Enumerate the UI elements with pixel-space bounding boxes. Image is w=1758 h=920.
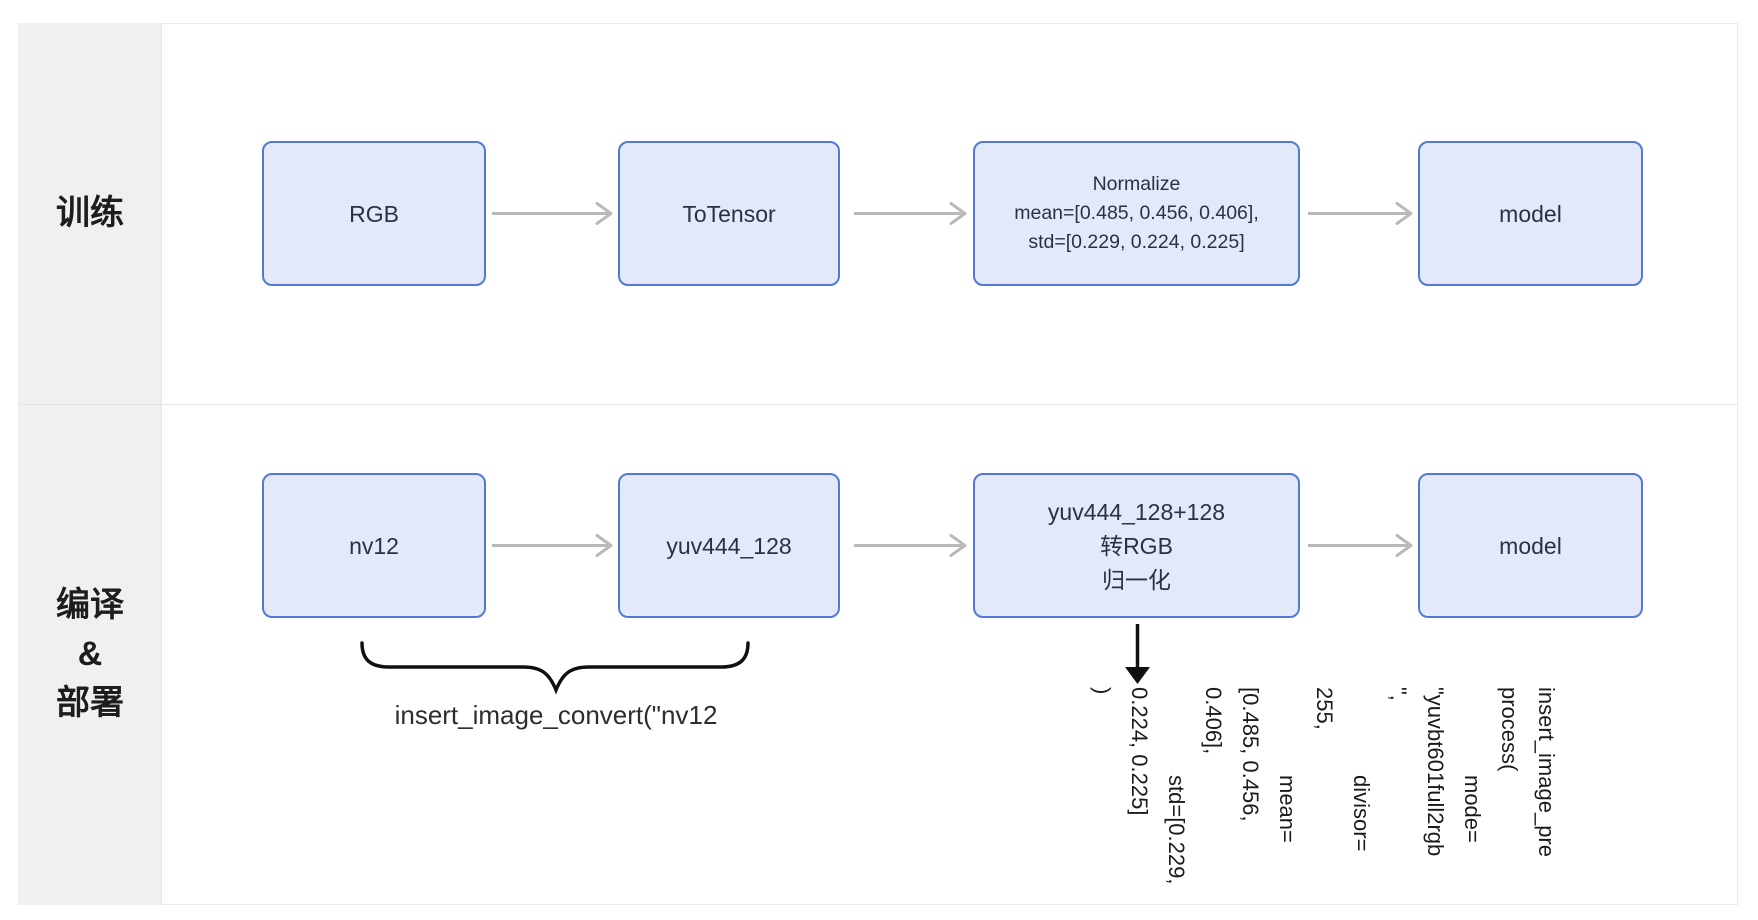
- node-nv12: nv12: [262, 473, 486, 618]
- node-yuv444-convert-normalize: yuv444_128+128 转RGB 归一化: [973, 473, 1300, 618]
- flow-arrow-icon: [492, 534, 613, 557]
- node-rgb: RGB: [262, 141, 486, 286]
- node-model-deploy: model: [1418, 473, 1643, 618]
- brace-caption: insert_image_convert("nv12: [394, 700, 718, 730]
- row-label-compile-deploy: 编译 & 部署: [56, 586, 124, 722]
- flow-arrow-icon: [492, 202, 613, 225]
- node-model-training: model: [1418, 141, 1643, 286]
- row-label-training: 训练: [56, 194, 124, 232]
- sidebar: [18, 23, 162, 905]
- down-arrow-icon: [1125, 624, 1150, 684]
- flow-arrow-icon: [854, 202, 967, 225]
- preprocess-code-rotated: insert_image_pre process( mode= "yuvbt60…: [1090, 687, 1559, 885]
- flow-arrow-icon: [1308, 202, 1413, 225]
- underbrace: [360, 641, 750, 695]
- node-yuv444-128: yuv444_128: [618, 473, 840, 618]
- row-divider: [18, 404, 1738, 405]
- flow-arrow-icon: [854, 534, 967, 557]
- flow-arrow-icon: [1308, 534, 1413, 557]
- node-totensor: ToTensor: [618, 141, 840, 286]
- node-normalize: Normalize mean=[0.485, 0.456, 0.406], st…: [973, 141, 1300, 286]
